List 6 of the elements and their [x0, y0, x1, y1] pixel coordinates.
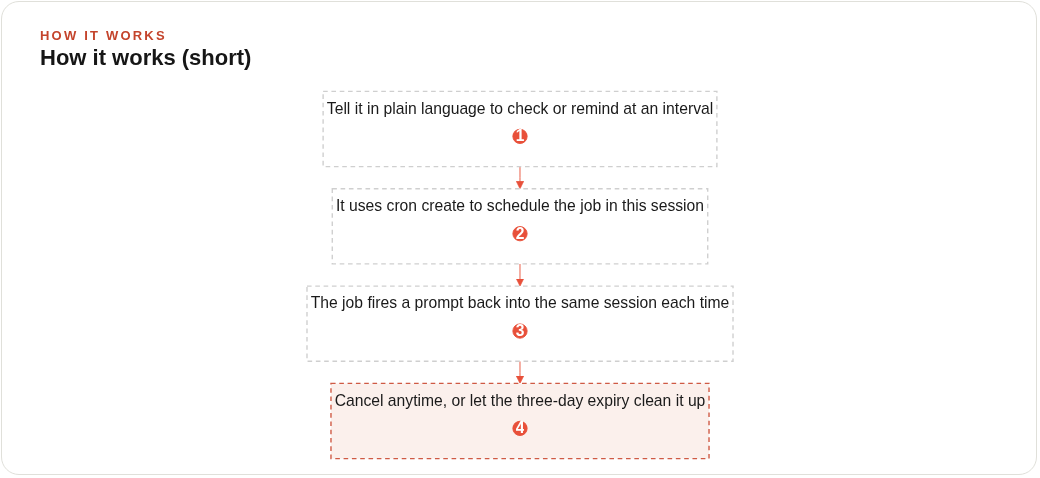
- eyebrow-label: HOW IT WORKS: [40, 28, 167, 44]
- diagram-title: How it works (short): [40, 44, 252, 72]
- node-circle: 3: [512, 323, 528, 339]
- node-circle: 1: [512, 128, 528, 144]
- node-circle: 2: [512, 226, 528, 242]
- node-circle: 4: [512, 420, 528, 436]
